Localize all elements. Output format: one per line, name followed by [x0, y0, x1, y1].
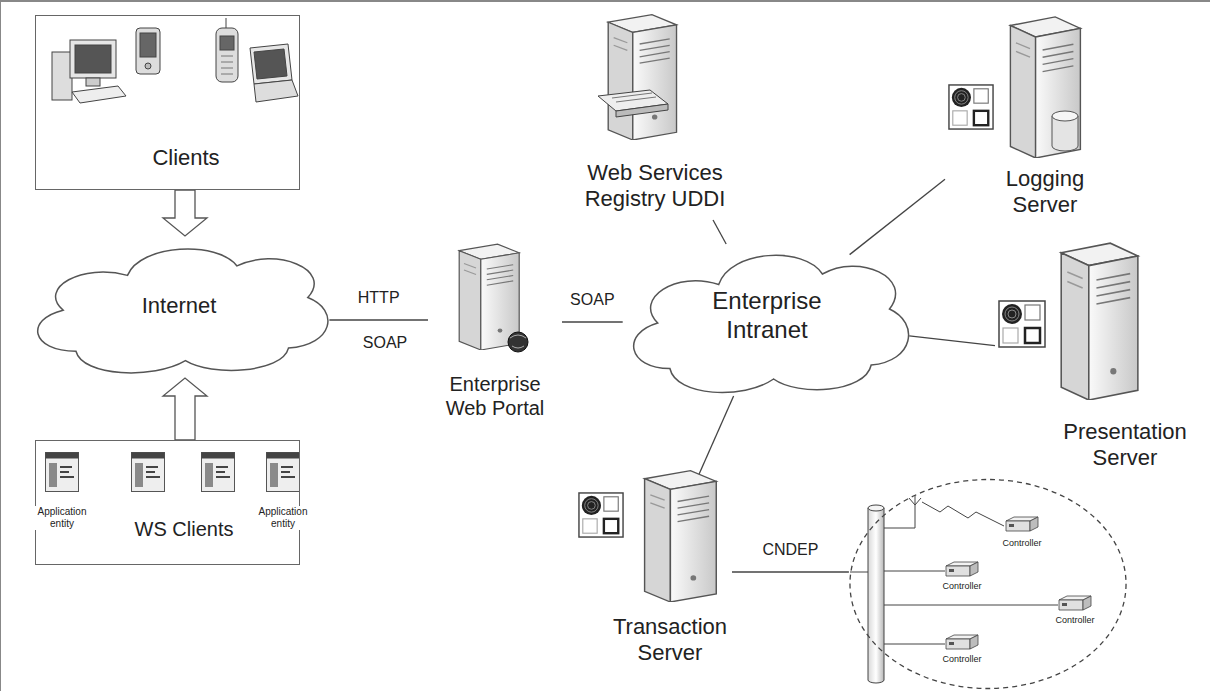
- network-link: [329, 319, 428, 320]
- dashed-boundary: [848, 478, 1128, 690]
- node-label: Internet: [79, 293, 279, 319]
- block-arrow: [163, 190, 207, 236]
- component-icon: [579, 493, 623, 537]
- node-label: Web Services Registry UDDI: [576, 160, 734, 213]
- device-label: Controller: [992, 538, 1052, 549]
- pda-icon: [136, 28, 160, 74]
- node-label: Transaction Server: [605, 614, 735, 667]
- server-icon: [1061, 243, 1138, 400]
- server-icon: [459, 244, 519, 350]
- controller-icon: [1006, 517, 1038, 531]
- globe-icon: [508, 332, 528, 352]
- protocol-label: CNDEP: [760, 540, 820, 559]
- network-link: [713, 220, 726, 244]
- node-label: Logging Server: [980, 166, 1110, 219]
- node-label: Enterprise Intranet: [682, 287, 852, 345]
- network-bus: [850, 495, 1058, 683]
- app-window-icon: [46, 453, 79, 492]
- network-cloud: Internet: [18, 228, 340, 386]
- app-window-icon: [267, 453, 300, 492]
- server-node: Presentation Server: [995, 235, 1200, 480]
- server-node: Transaction Server: [572, 482, 732, 679]
- client-group-box: WS Clients: [35, 440, 300, 565]
- server-icon: [645, 471, 717, 602]
- app-window-icon: [132, 453, 165, 492]
- client-group-box: Clients: [35, 15, 300, 190]
- app-window-icon: [202, 453, 235, 492]
- network-link: [732, 571, 849, 572]
- server-node: Enterprise Web Portal: [428, 238, 562, 425]
- node-label: Presentation Server: [1050, 419, 1200, 472]
- server-icon: [1010, 17, 1080, 158]
- phone-icon: [216, 18, 238, 82]
- controller-icon: [946, 635, 978, 649]
- server-icon: [608, 15, 676, 140]
- laptop-icon: [250, 44, 298, 102]
- device-label: Controller: [932, 654, 992, 665]
- controller-icon: [1059, 596, 1091, 610]
- entity-label: Application entity: [250, 506, 316, 530]
- node-label: WS Clients: [124, 517, 244, 541]
- controller-network: ControllerControllerControllerController: [848, 478, 1128, 690]
- database-icon: [1052, 111, 1078, 151]
- modem-icon: [598, 90, 668, 117]
- protocol-label: HTTP: [356, 288, 402, 307]
- component-icon: [999, 301, 1045, 347]
- node-label: Clients: [86, 145, 286, 171]
- network-link: [909, 336, 995, 346]
- server-node: Web Services Registry UDDI: [575, 8, 735, 220]
- desktop-icon: [52, 40, 126, 103]
- node-label: Enterprise Web Portal: [435, 372, 555, 420]
- component-icon: [949, 85, 993, 129]
- entity-label: Application entity: [29, 506, 95, 530]
- network-link: [562, 321, 623, 322]
- device-label: Controller: [1045, 615, 1105, 626]
- server-node: Logging Server: [945, 10, 1095, 230]
- network-link: [696, 396, 734, 482]
- block-arrow: [163, 378, 207, 440]
- protocol-label: SOAP: [353, 333, 417, 352]
- protocol-label: SOAP: [568, 290, 616, 309]
- network-link: [850, 179, 945, 254]
- network-cloud: Enterprise Intranet: [615, 232, 920, 407]
- controller-icon: [946, 562, 978, 576]
- device-label: Controller: [932, 581, 992, 592]
